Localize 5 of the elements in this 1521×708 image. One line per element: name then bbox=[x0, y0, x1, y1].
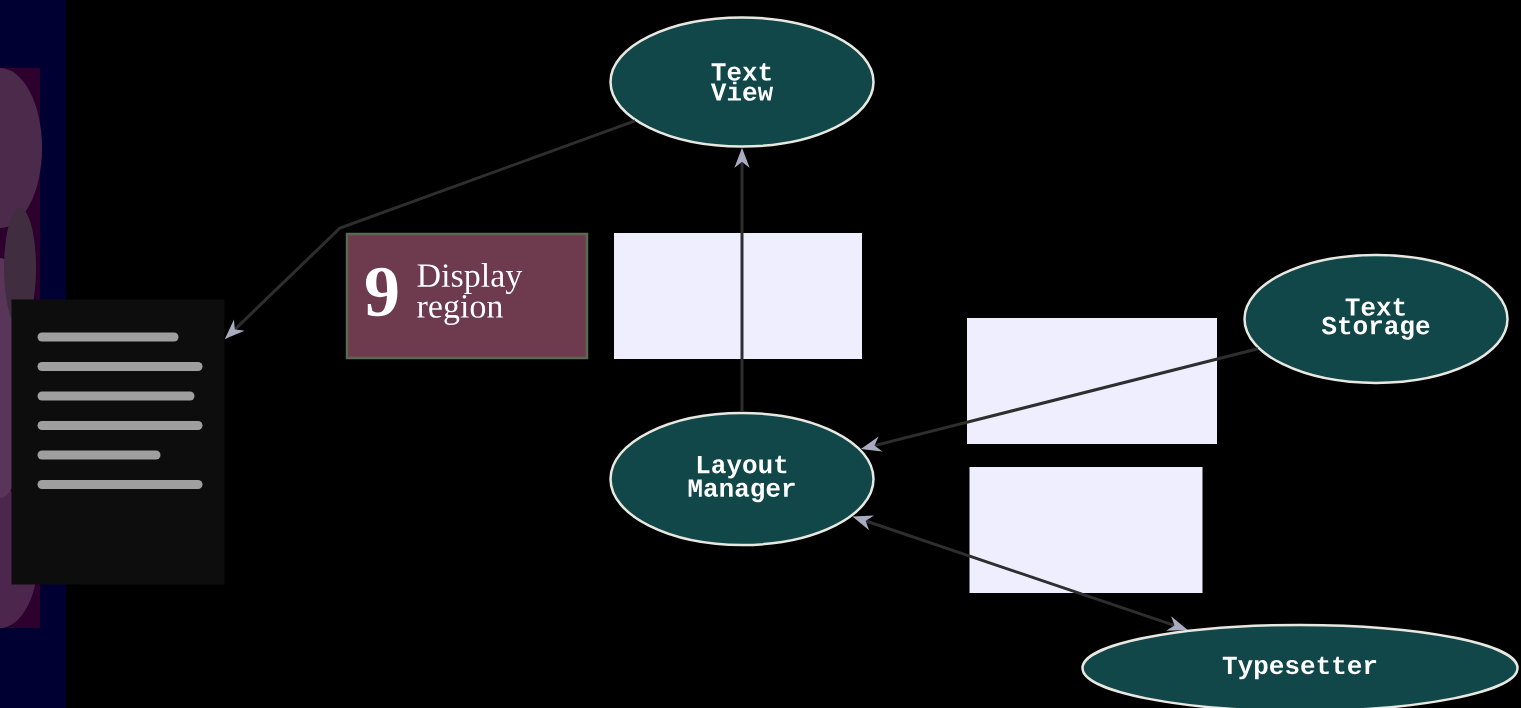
ellipse-node: Layout Manager bbox=[609, 411, 875, 547]
ellipse-node: Text View bbox=[609, 16, 875, 148]
ellipse-node: Text Storage bbox=[1243, 253, 1509, 385]
document-drawing bbox=[11, 299, 225, 585]
ellipse-node: Typesetter bbox=[1081, 623, 1519, 708]
